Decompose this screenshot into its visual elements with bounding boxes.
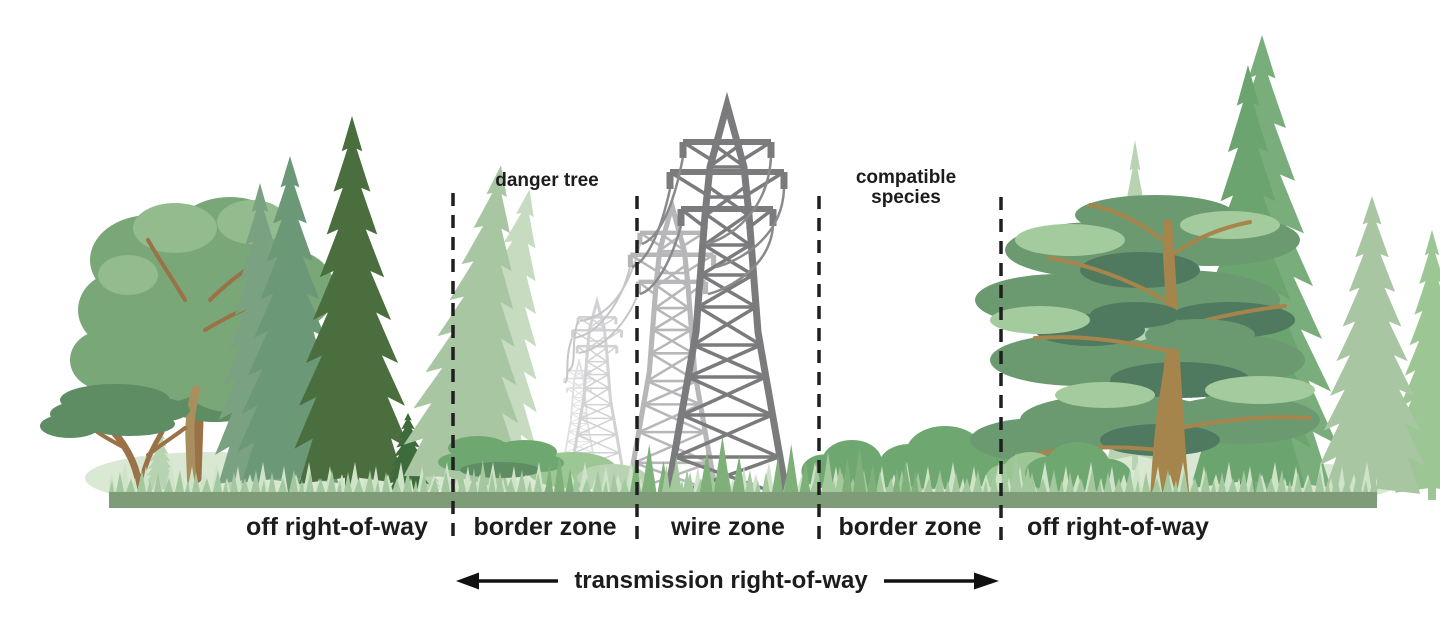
compatible-species-line1: compatible [855, 167, 957, 188]
zone-dividers [451, 193, 1003, 545]
pine-tree [970, 195, 1320, 500]
zone-label-wire: wire zone [671, 513, 785, 541]
small-spreading-tree [40, 384, 190, 496]
zone-label-off-row-left: off right-of-way [246, 513, 428, 541]
left-forest [40, 116, 440, 497]
right-arrow [884, 572, 999, 590]
pine-trunk [1150, 220, 1190, 500]
pale-right-fir [1319, 196, 1425, 502]
right-of-way-arrows [456, 572, 999, 590]
compatible-species-line2: species [871, 187, 941, 208]
zone-label-off-row-right: off right-of-way [1027, 513, 1209, 541]
compatible-species-label: compatible species [856, 168, 956, 208]
zone-label-border-left: border zone [473, 513, 617, 541]
danger-tree-label: danger tree [495, 170, 599, 191]
left-arrow [456, 572, 558, 590]
ground-bar [109, 492, 1377, 508]
tree-trunk [185, 385, 201, 497]
transmission-towers [562, 105, 787, 497]
grass-strip [109, 436, 1377, 492]
transmission-row-label: transmission right-of-way [574, 567, 868, 594]
right-forest [970, 35, 1440, 502]
zone-label-border-right: border zone [838, 513, 982, 541]
